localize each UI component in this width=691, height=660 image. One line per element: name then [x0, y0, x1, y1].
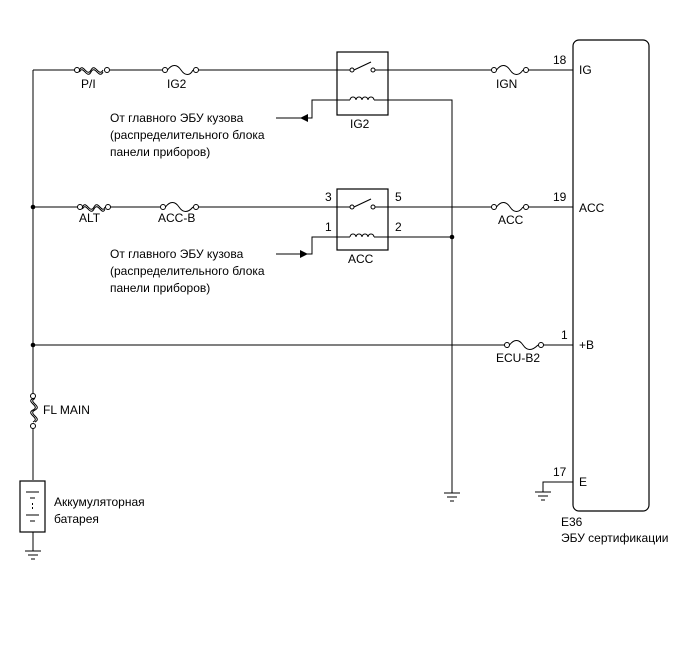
fuse-label-alt: ALT [79, 211, 101, 225]
ecu-box [572, 39, 650, 512]
source-note-acc-line1: От главного ЭБУ кузова [110, 247, 244, 261]
fuse-label-fl-main: FL MAIN [43, 403, 90, 417]
source-note-ig2-line3: панели приборов) [110, 145, 210, 159]
relay-label-acc: ACC [348, 252, 374, 266]
relay-acc-pin5: 5 [395, 190, 402, 204]
ig2-coil-wire [276, 99, 453, 493]
fuse-label-acc-b: ACC-B [158, 211, 195, 225]
ecu-pin-19-number: 19 [553, 190, 567, 204]
ecu-pin-e-name: E [579, 475, 587, 489]
fuse-label-pi: P/I [81, 77, 96, 91]
relay-acc-pin2: 2 [395, 220, 402, 234]
relay-acc-pin3: 3 [325, 190, 332, 204]
ecu-pin-b-name: +B [579, 338, 594, 352]
fuse-acc [491, 202, 529, 212]
relay-label-ig2: IG2 [350, 117, 370, 131]
relay-acc-pin1: 1 [325, 220, 332, 234]
fuse-label-ecu-b2: ECU-B2 [496, 351, 540, 365]
fuse-ecu-b2 [504, 340, 544, 350]
relay-acc [336, 188, 389, 251]
fuse-label-acc: ACC [498, 213, 524, 227]
ground-battery-icon [25, 550, 41, 560]
ground-relay-icon [444, 492, 460, 502]
fuse-acc-b [160, 202, 199, 212]
ecu-pin-ig-name: IG [579, 63, 592, 77]
ecu-pin-1-number: 1 [561, 328, 568, 342]
ecu-name: ЭБУ сертификации [561, 531, 669, 545]
ground-ecu-icon [535, 481, 573, 501]
ecu-code: E36 [561, 515, 583, 529]
acc-coil-wire [276, 234, 455, 258]
battery-label-line1: Аккумуляторная [54, 495, 145, 509]
source-note-acc-line2: (распределительного блока [110, 264, 265, 278]
source-note-ig2-line2: (распределительного блока [110, 128, 265, 142]
fuse-ign [491, 65, 529, 75]
ecu-pin-17-number: 17 [553, 465, 567, 479]
fuse-label-ig2: IG2 [167, 77, 187, 91]
battery-label-line2: батарея [54, 512, 99, 526]
fusible-link-pi [74, 67, 110, 75]
battery-symbol [19, 480, 46, 551]
fuse-label-ign: IGN [496, 77, 517, 91]
ecu-pin-18-number: 18 [553, 53, 567, 67]
source-note-acc-line3: панели приборов) [110, 281, 210, 295]
source-note-ig2: От главного ЭБУ кузова (распределительно… [110, 111, 265, 159]
fuse-ig2 [162, 65, 199, 75]
fusible-link-alt [77, 204, 111, 212]
ecu-pin-acc-name: ACC [579, 201, 605, 215]
fusible-link-fl-main [30, 393, 38, 480]
source-note-acc: От главного ЭБУ кузова (распределительно… [110, 247, 265, 295]
relay-ig2 [336, 51, 389, 116]
source-note-ig2-line1: От главного ЭБУ кузова [110, 111, 244, 125]
